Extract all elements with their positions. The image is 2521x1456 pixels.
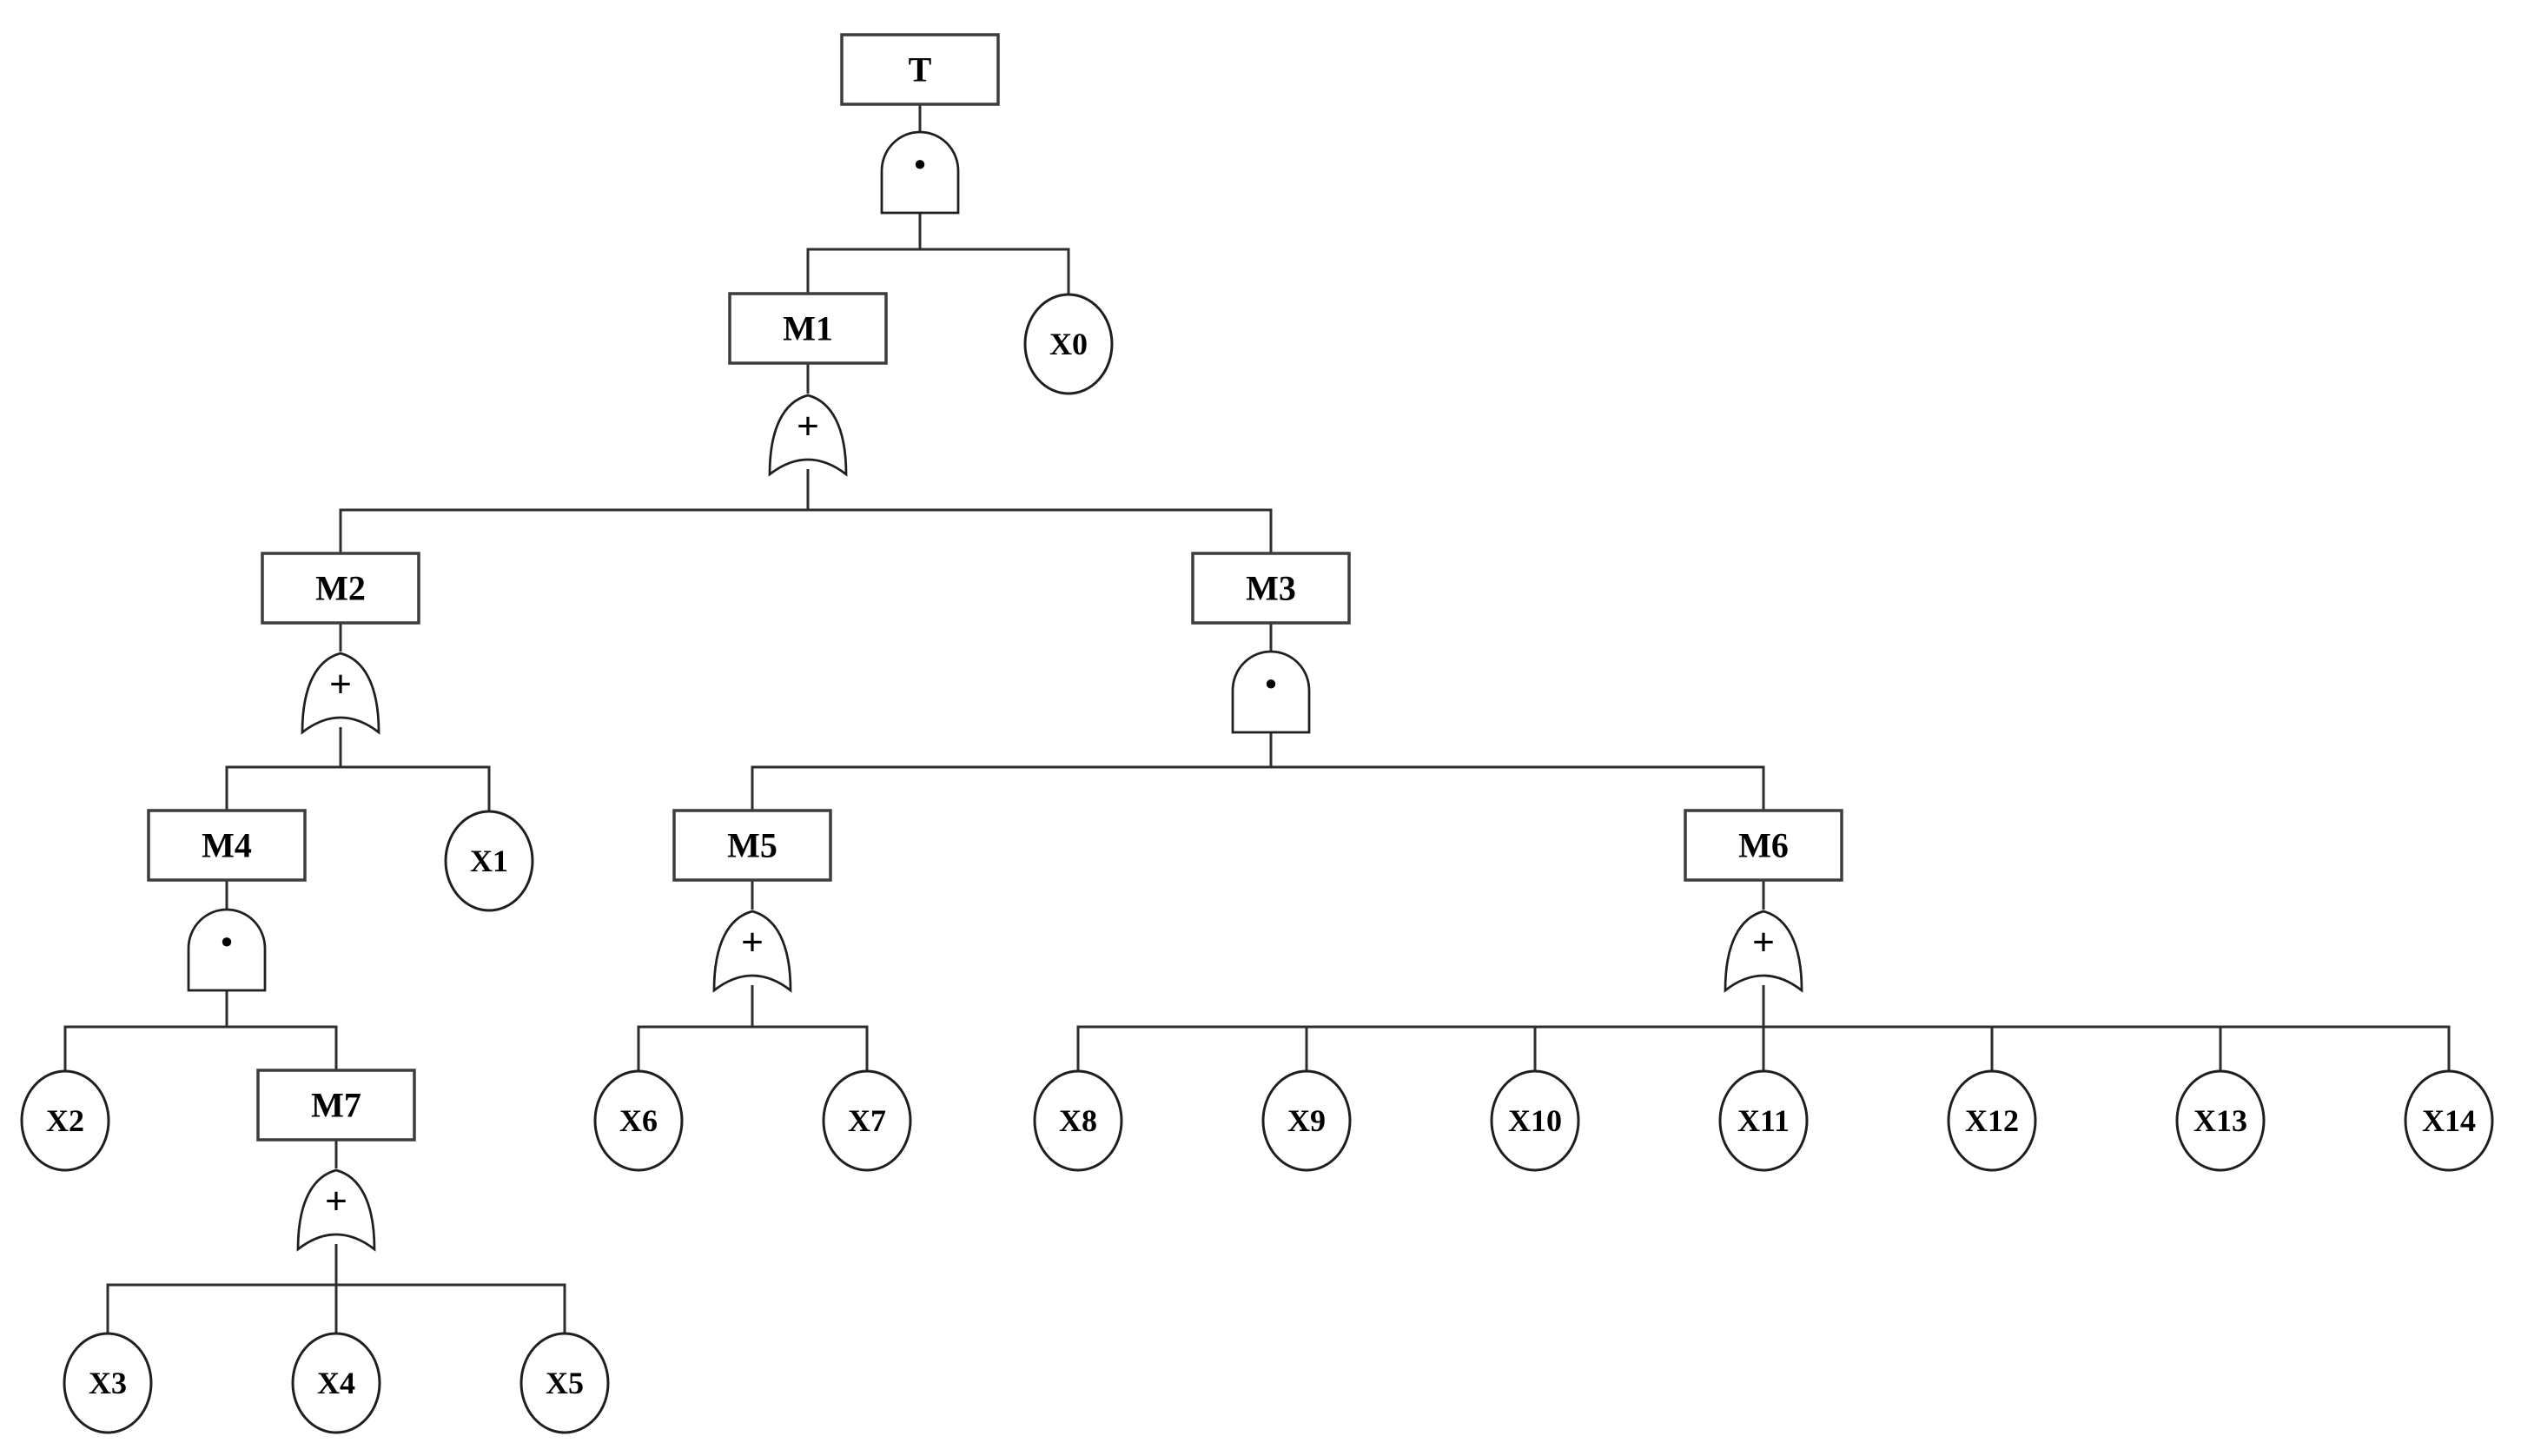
basic-event-X5: X5 [519, 1332, 610, 1434]
or-gate-M7: + [296, 1168, 376, 1252]
node-label-X6: X6 [619, 1103, 658, 1138]
and-gate-M3: · [1231, 650, 1311, 734]
basic-event-circle-X9 [1261, 1069, 1352, 1172]
node-label-X7: X7 [848, 1103, 886, 1138]
event-M4: M4 [147, 809, 307, 882]
or-gate-M5: + [712, 910, 792, 993]
basic-event-X7: X7 [822, 1069, 912, 1172]
basic-event-X12: X12 [1947, 1069, 2037, 1172]
node-label-X5: X5 [546, 1366, 584, 1400]
node-label-M5: M5 [727, 826, 777, 865]
node-label-M6: M6 [1738, 826, 1789, 865]
or-gate-M2: + [301, 652, 380, 735]
node-label-X12: X12 [1965, 1103, 2019, 1138]
basic-event-circle-X4 [291, 1332, 381, 1434]
event-M3: M3 [1191, 552, 1351, 625]
basic-event-circle-X7 [822, 1069, 912, 1172]
node-label-X10: X10 [1508, 1103, 1562, 1138]
or-gate-shape [712, 910, 792, 993]
node-label-T: T [909, 50, 932, 89]
node-label-X0: X0 [1049, 327, 1088, 361]
node-label-X1: X1 [470, 844, 508, 878]
basic-event-circle-X14 [2404, 1069, 2494, 1172]
node-label-X3: X3 [89, 1366, 127, 1400]
node-label-X4: X4 [317, 1366, 355, 1400]
node-label-M2: M2 [315, 569, 366, 608]
or-gate-symbol: + [325, 1179, 347, 1223]
basic-event-X10: X10 [1490, 1069, 1580, 1172]
node-label-X8: X8 [1059, 1103, 1097, 1138]
or-gate-M6: + [1724, 910, 1803, 993]
event-T: T [840, 33, 1000, 106]
basic-event-circle-X5 [519, 1332, 610, 1434]
or-gate-symbol: + [797, 404, 819, 448]
and-gate-shape [1231, 650, 1311, 734]
basic-event-circle-X13 [2175, 1069, 2266, 1172]
event-box-M1 [728, 292, 888, 365]
node-label-X2: X2 [46, 1103, 84, 1138]
node-label-M4: M4 [202, 826, 252, 865]
event-box-M4 [147, 809, 307, 882]
basic-event-X13: X13 [2175, 1069, 2266, 1172]
and-gate-shape [880, 130, 960, 215]
event-box-T [840, 33, 1000, 106]
node-label-X14: X14 [2422, 1103, 2476, 1138]
basic-event-circle-X10 [1490, 1069, 1580, 1172]
basic-event-X1: X1 [444, 810, 534, 912]
or-gate-shape [1724, 910, 1803, 993]
and-gate-symbol: · [1261, 653, 1280, 715]
event-box-M5 [672, 809, 832, 882]
basic-event-circle-X6 [593, 1069, 684, 1172]
and-gate-T: · [880, 130, 960, 215]
or-gate-M1: + [768, 394, 848, 477]
or-gate-shape [301, 652, 380, 735]
basic-event-circle-X1 [444, 810, 534, 912]
and-gate-symbol: · [217, 911, 235, 973]
basic-event-X0: X0 [1023, 293, 1114, 395]
basic-event-X9: X9 [1261, 1069, 1352, 1172]
basic-event-circle-X3 [63, 1332, 153, 1434]
node-label-X13: X13 [2193, 1103, 2247, 1138]
basic-event-circle-X0 [1023, 293, 1114, 395]
basic-event-X14: X14 [2404, 1069, 2494, 1172]
and-gate-shape [187, 908, 267, 992]
node-label-M1: M1 [783, 309, 833, 348]
or-gate-symbol: + [329, 662, 352, 706]
basic-event-circle-X12 [1947, 1069, 2037, 1172]
basic-event-X6: X6 [593, 1069, 684, 1172]
event-M1: M1 [728, 292, 888, 365]
event-M7: M7 [256, 1069, 416, 1142]
event-M2: M2 [261, 552, 420, 625]
or-gate-symbol: + [741, 920, 764, 964]
event-M5: M5 [672, 809, 832, 882]
or-gate-symbol: + [1752, 920, 1775, 964]
basic-event-X4: X4 [291, 1332, 381, 1434]
event-box-M3 [1191, 552, 1351, 625]
node-label-X9: X9 [1287, 1103, 1326, 1138]
node-label-M7: M7 [311, 1086, 361, 1125]
event-box-M2 [261, 552, 420, 625]
event-box-M6 [1684, 809, 1843, 882]
or-gate-shape [768, 394, 848, 477]
basic-event-X8: X8 [1033, 1069, 1123, 1172]
basic-event-circle-X11 [1718, 1069, 1809, 1172]
node-label-M3: M3 [1246, 569, 1296, 608]
or-gate-shape [296, 1168, 376, 1252]
basic-event-X2: X2 [20, 1069, 110, 1172]
basic-event-circle-X8 [1033, 1069, 1123, 1172]
basic-event-circle-X2 [20, 1069, 110, 1172]
event-box-M7 [256, 1069, 416, 1142]
event-M6: M6 [1684, 809, 1843, 882]
and-gate-M4: · [187, 908, 267, 992]
basic-event-X3: X3 [63, 1332, 153, 1434]
basic-event-X11: X11 [1718, 1069, 1809, 1172]
and-gate-symbol: · [910, 134, 929, 195]
node-label-X11: X11 [1737, 1103, 1790, 1138]
